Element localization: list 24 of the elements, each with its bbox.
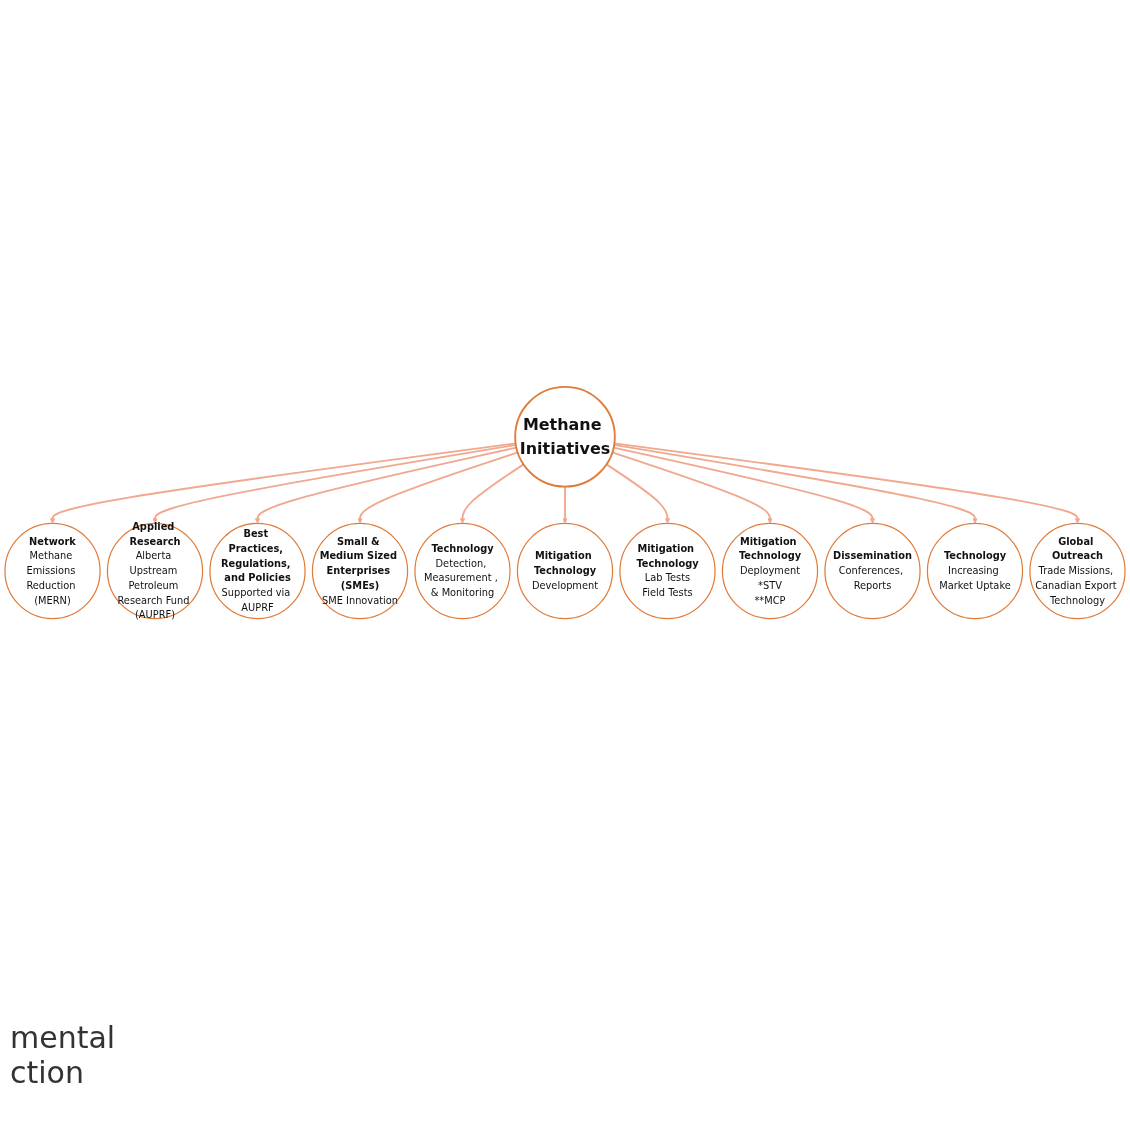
arrow bbox=[605, 463, 671, 524]
node-circle: Technology Increasing Market Uptake bbox=[926, 523, 1024, 620]
arrow bbox=[611, 451, 773, 524]
node-circle: Dissemination Conferences, Reports bbox=[824, 523, 921, 620]
arrow bbox=[254, 446, 518, 524]
node-circle: Network Methane Emissions Reduction (MERN) bbox=[4, 523, 101, 620]
node-circle: Best Practices, Regulations, and Policies Supported via AUPRF bbox=[209, 523, 306, 620]
arrow bbox=[613, 442, 1081, 524]
note-text: ction bbox=[10, 1055, 85, 1090]
arrow bbox=[562, 485, 568, 524]
node-circle: Small & Medium Sized Enterprises (SMEs) SME Innovation bbox=[311, 523, 409, 620]
note-text: mental bbox=[10, 1020, 116, 1055]
node-circle: Technology Detection, Measurement , & Monitoring bbox=[414, 523, 511, 620]
node-circle: Mitigation Technology Lab Tests Field Tests bbox=[619, 523, 716, 620]
arrow bbox=[613, 444, 978, 524]
arrow bbox=[612, 446, 876, 524]
node-circle: Applied Research Alberta Upstream Petroleum Research Fund (AUPRF) bbox=[106, 523, 204, 620]
arrow bbox=[152, 444, 517, 524]
node-circle: Global Outreach Trade Missions, Canadian Export Technology bbox=[1029, 523, 1126, 620]
node-circle: Methane Initiatives bbox=[514, 386, 616, 488]
node-circle: Mitigation Technology Deployment *STV **MCP bbox=[721, 523, 819, 620]
arrow bbox=[357, 451, 519, 524]
node-circle: Mitigation Technology Development bbox=[516, 523, 614, 620]
arrow bbox=[49, 442, 517, 524]
